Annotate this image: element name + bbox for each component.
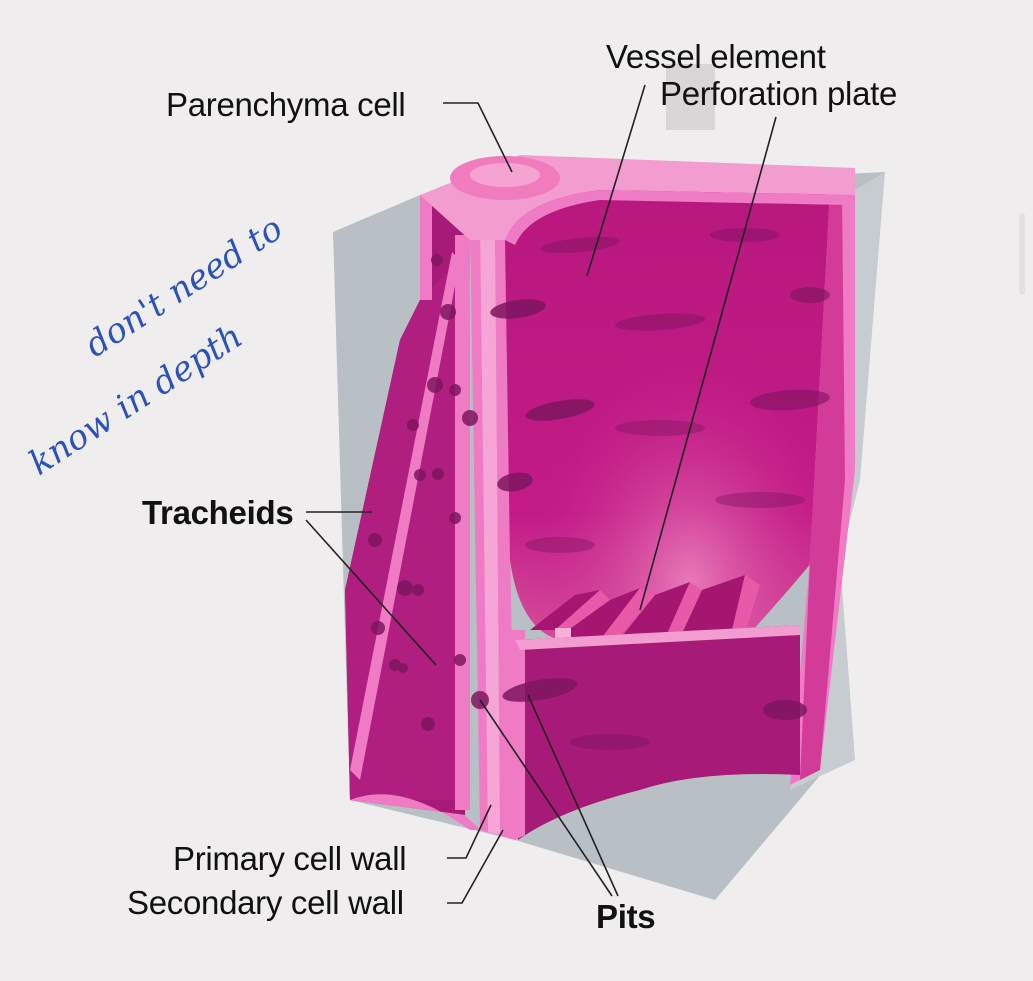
leader-secondary-wall [447,830,503,903]
label-parenchyma-cell: Parenchyma cell [166,88,405,121]
label-pits: Pits [596,900,655,933]
label-tracheids: Tracheids [142,496,293,529]
tracheid-wall-outer [420,195,432,300]
scrollbar[interactable] [1019,213,1025,295]
label-perforation-plate: Perforation plate [660,77,897,110]
vessel-glow [505,185,840,655]
label-vessel-element: Vessel element [606,40,826,73]
parenchyma-cell-highlight [470,163,540,187]
label-secondary-cell-wall: Secondary cell wall [127,886,404,919]
label-primary-cell-wall: Primary cell wall [173,842,406,875]
